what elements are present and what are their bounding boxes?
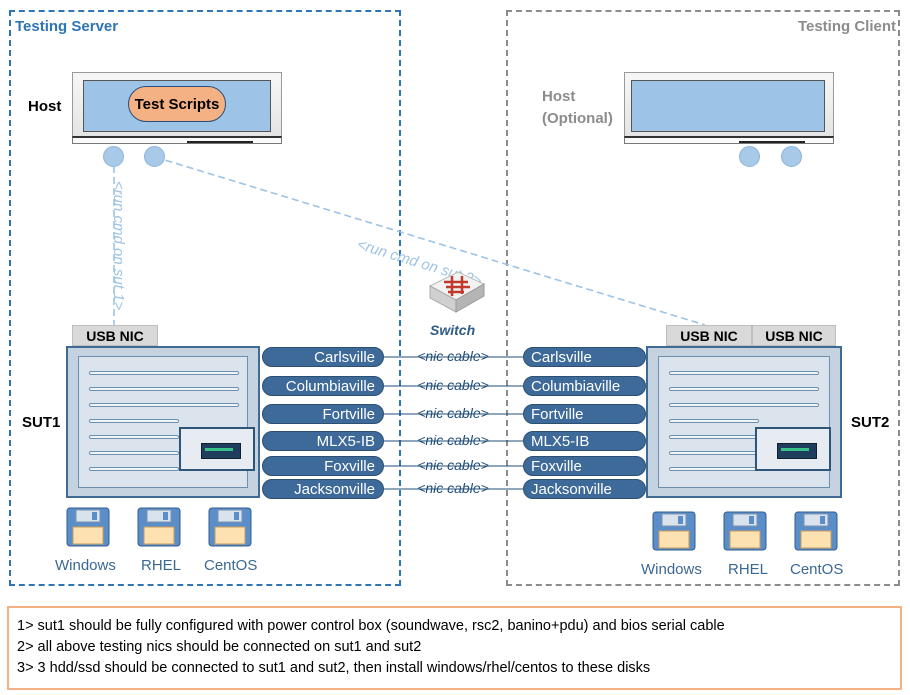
notes-box: 1> sut1 should be fully configured with … [7, 606, 902, 690]
client-host-label: Host [542, 88, 576, 105]
testing-server-title: Testing Server [15, 18, 119, 35]
sut2-nic-fortville: Fortville [523, 404, 646, 424]
floppy-disk-icon [137, 507, 181, 547]
sut2-disk-windows-label: Windows [641, 561, 702, 578]
client-monitor-icon [624, 72, 834, 138]
sut2-disk-rhel-label: RHEL [728, 561, 769, 578]
sut1-cmd-label: <run cmd on sut 1> [110, 180, 128, 311]
testing-client-region [506, 10, 900, 586]
nic-cable-label: <nic cable> [417, 377, 489, 393]
note-2: 2> all above testing nics should be conn… [17, 639, 422, 655]
sut2-disk-centos-label: CentOS [790, 561, 844, 578]
sut2-cmd-link [154, 156, 706, 326]
nic-cables [384, 356, 523, 490]
sut1-nic-jacksonville: Jacksonville [262, 479, 384, 499]
testing-client-title: Testing Client [797, 18, 896, 35]
sut2-nic-mlx5-ib: MLX5-IB [523, 431, 646, 451]
sut1-disk-windows-label: Windows [55, 557, 116, 574]
sut1-label: SUT1 [22, 414, 61, 431]
sut2-usb-nic-2: USB NIC [752, 325, 836, 346]
sut2-usb-nic-1: USB NIC [666, 325, 752, 346]
test-scripts-node: Test Scripts [128, 86, 226, 122]
host-monitor-base [72, 136, 282, 144]
floppy-disk-icon [652, 511, 696, 551]
floppy-disk-icon [794, 511, 838, 551]
sut1-disk-centos-label: CentOS [204, 557, 258, 574]
sut2-nic-carlsville: Carlsville [523, 347, 646, 367]
client-monitor-base [624, 136, 834, 144]
client-screen [631, 80, 825, 132]
sut2-drive-bay [755, 427, 831, 471]
note-1: 1> sut1 should be fully configured with … [17, 618, 725, 634]
sut2-nic-foxville: Foxville [523, 456, 646, 476]
floppy-disk-icon [208, 507, 252, 547]
client-port-2 [781, 146, 802, 167]
sut1-nic-mlx5-ib: MLX5-IB [262, 431, 384, 451]
host-label: Host [28, 98, 62, 115]
floppy-disk-icon [723, 511, 767, 551]
floppy-disk-icon [66, 507, 110, 547]
sut1-nic-columbiaville: Columbiaville [262, 376, 384, 396]
sut1-nic-foxville: Foxville [262, 456, 384, 476]
host-port-2 [144, 146, 165, 167]
note-3: 3> 3 hdd/ssd should be connected to sut1… [17, 660, 651, 676]
sut2-nic-jacksonville: Jacksonville [523, 479, 646, 499]
sut1-nic-carlsville: Carlsville [262, 347, 384, 367]
sut1-disk-rhel-label: RHEL [141, 557, 182, 574]
sut2-nic-columbiaville: Columbiaville [523, 376, 646, 396]
nic-cable-label: <nic cable> [417, 432, 489, 448]
client-port-1 [739, 146, 760, 167]
nic-cable-label: <nic cable> [417, 457, 489, 473]
host-port-1 [103, 146, 124, 167]
sut1-nic-fortville: Fortville [262, 404, 384, 424]
nic-cable-label: <nic cable> [417, 405, 489, 421]
nic-cable-label: <nic cable> [417, 348, 489, 364]
sut2-label: SUT2 [851, 414, 890, 431]
nic-cable-label: <nic cable> [417, 480, 489, 496]
switch-label: Switch [430, 322, 476, 338]
switch-icon [428, 271, 486, 313]
sut1-usb-nic: USB NIC [72, 325, 158, 346]
sut2-rack-server-icon [646, 346, 842, 498]
sut1-drive-bay [179, 427, 255, 471]
testing-server-region [9, 10, 401, 586]
client-host-optional-label: (Optional) [542, 110, 613, 127]
sut1-rack-server-icon [66, 346, 260, 498]
